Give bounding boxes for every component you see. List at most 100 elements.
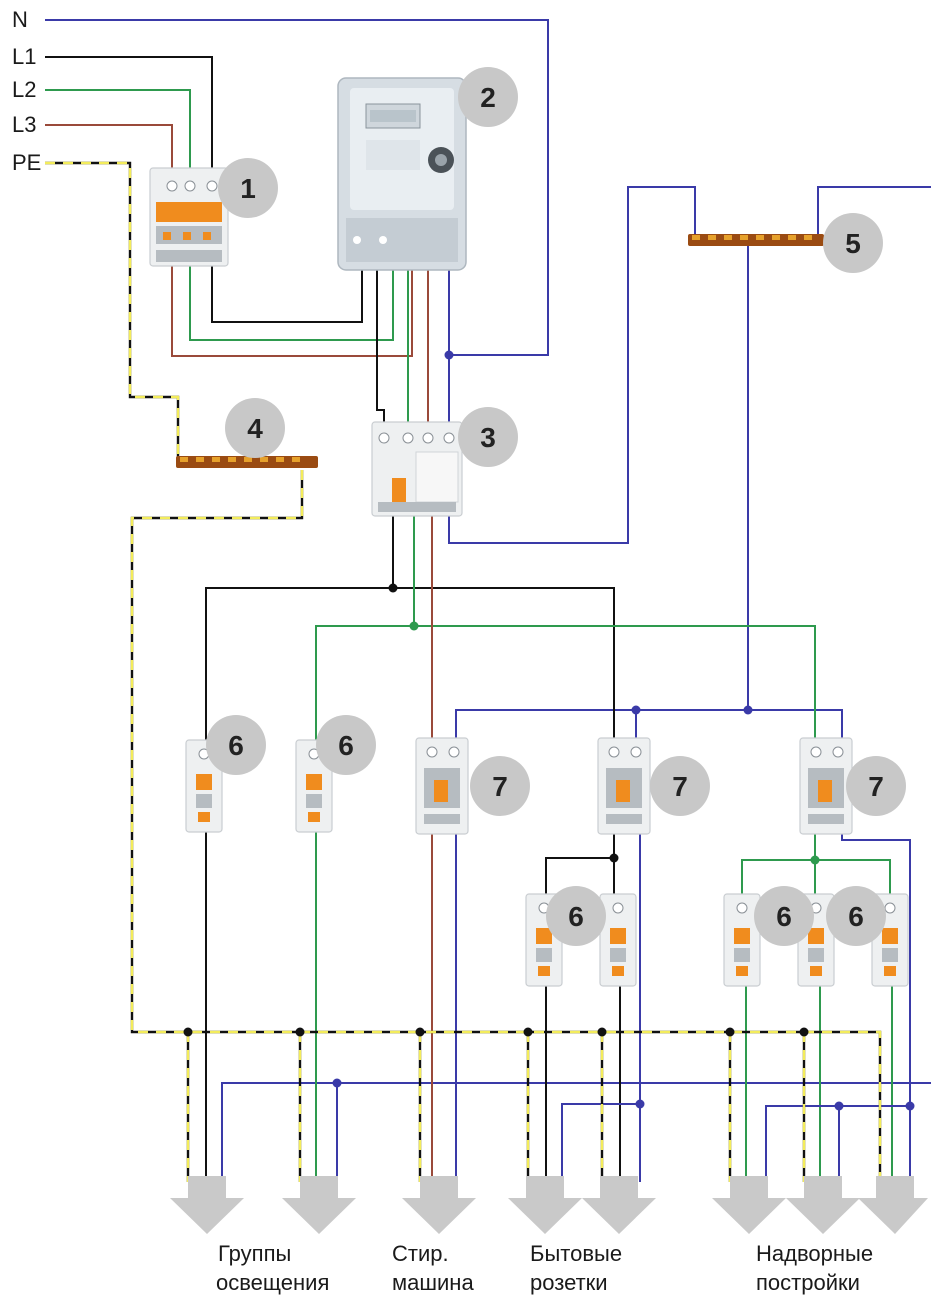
group-label-lighting: Группы освещения bbox=[216, 1241, 329, 1295]
group-label-line2: машина bbox=[392, 1270, 474, 1295]
badge-3: 3 bbox=[458, 407, 518, 467]
wire-l3-incoming bbox=[45, 124, 173, 175]
junction-dot bbox=[415, 1027, 425, 1037]
wire-l1-to-rcbo2 bbox=[393, 587, 615, 742]
wire-l2-distribution bbox=[315, 512, 415, 742]
badge-number: 2 bbox=[480, 82, 496, 113]
junction-dot bbox=[444, 350, 454, 360]
down-arrow-icon bbox=[858, 1176, 928, 1234]
group-label-line2: розетки bbox=[530, 1270, 608, 1295]
group-label-line1: Группы bbox=[218, 1241, 291, 1266]
badge-1: 1 bbox=[218, 158, 278, 218]
rcbo bbox=[415, 737, 469, 835]
wire-n-light1 bbox=[221, 1082, 931, 1182]
badge-number: 4 bbox=[247, 413, 263, 444]
badge-number: 6 bbox=[776, 901, 792, 932]
group-label-line1: Бытовые bbox=[530, 1241, 622, 1266]
badge-7: 7 bbox=[650, 756, 710, 816]
wire-l2-rcbo3-out bbox=[741, 832, 816, 900]
badge-number: 6 bbox=[848, 901, 864, 932]
junctions bbox=[183, 350, 915, 1111]
line-label-pe: PE bbox=[12, 150, 41, 175]
badge-2: 2 bbox=[458, 67, 518, 127]
badge-number: 7 bbox=[492, 771, 508, 802]
n-busbar bbox=[688, 234, 824, 246]
wires bbox=[45, 19, 931, 1182]
pe-drops bbox=[186, 1032, 806, 1182]
electricity-meter bbox=[337, 77, 467, 271]
group-label-sockets: Бытовые розетки bbox=[530, 1241, 622, 1295]
badge-number: 7 bbox=[672, 771, 688, 802]
wire-n-incoming bbox=[45, 19, 549, 356]
wire-n-busbar-exit bbox=[817, 186, 931, 238]
down-arrow-icon bbox=[712, 1176, 786, 1234]
junction-dot bbox=[810, 855, 820, 865]
badge-number: 7 bbox=[868, 771, 884, 802]
circuit-breaker bbox=[599, 893, 637, 987]
badge-number: 6 bbox=[338, 730, 354, 761]
badge-number: 5 bbox=[845, 228, 861, 259]
down-arrow-icon bbox=[508, 1176, 582, 1234]
group-label-line1: Надворные bbox=[756, 1241, 873, 1266]
line-labels: N L1 L2 L3 PE bbox=[12, 7, 41, 175]
junction-dot bbox=[631, 705, 641, 715]
badge-6: 6 bbox=[546, 886, 606, 946]
badge-number: 3 bbox=[480, 422, 496, 453]
circuit-breaker bbox=[871, 893, 909, 987]
badge-6: 6 bbox=[316, 715, 376, 775]
line-label-l2: L2 bbox=[12, 77, 36, 102]
junction-dot bbox=[183, 1027, 193, 1037]
junction-dot bbox=[609, 853, 619, 863]
wire-l1-meter-to-rcd bbox=[376, 268, 385, 430]
wire-n-socket1 bbox=[561, 1103, 640, 1182]
group-label-line1: Стир. bbox=[392, 1241, 449, 1266]
down-arrow-icon bbox=[402, 1176, 476, 1234]
pe-wires bbox=[45, 161, 882, 1182]
pe-busbar bbox=[176, 456, 318, 468]
group-label-line2: освещения bbox=[216, 1270, 329, 1295]
wire-n-rcd-to-busbar bbox=[448, 186, 696, 544]
junction-dot bbox=[409, 621, 419, 631]
wire-l1-incoming bbox=[45, 56, 213, 175]
junction-dot bbox=[743, 705, 753, 715]
rcbo bbox=[597, 737, 651, 835]
wire-l2-breaker-to-meter bbox=[189, 262, 394, 341]
badge-number: 1 bbox=[240, 173, 256, 204]
wire-l3-breaker-to-meter bbox=[171, 262, 413, 357]
wire-l2-incoming bbox=[45, 89, 191, 175]
down-arrow-icon bbox=[582, 1176, 656, 1234]
pe-busbar-down bbox=[130, 470, 882, 1182]
down-arrow-icon bbox=[170, 1176, 244, 1234]
badge-number: 6 bbox=[568, 901, 584, 932]
wire-l1-breaker-to-meter bbox=[211, 262, 363, 323]
rcbo bbox=[799, 737, 853, 835]
breaker-3pole bbox=[149, 167, 229, 267]
badge-7: 7 bbox=[846, 756, 906, 816]
down-arrow-icon bbox=[786, 1176, 860, 1234]
wire-l2-to-rcbo3 bbox=[414, 625, 816, 742]
badge-7: 7 bbox=[470, 756, 530, 816]
junction-dot bbox=[834, 1101, 844, 1111]
badge-4: 4 bbox=[225, 398, 285, 458]
badge-5: 5 bbox=[823, 213, 883, 273]
junction-dot bbox=[725, 1027, 735, 1037]
line-label-n: N bbox=[12, 7, 28, 32]
rcd-4pole bbox=[371, 421, 463, 517]
junction-dot bbox=[295, 1027, 305, 1037]
wire-l1-rcbo2-out bbox=[545, 832, 615, 900]
group-labels: Группы освещения Стир. машина Бытовые ро… bbox=[216, 1241, 873, 1295]
wire-n-outbuildings-branch bbox=[765, 1105, 910, 1182]
junction-dot bbox=[635, 1099, 645, 1109]
junction-dot bbox=[597, 1027, 607, 1037]
wire-n-distribution bbox=[455, 709, 843, 742]
output-arrows bbox=[170, 1176, 928, 1234]
junction-dot bbox=[905, 1101, 915, 1111]
line-label-l3: L3 bbox=[12, 112, 36, 137]
junction-dot bbox=[799, 1027, 809, 1037]
group-label-washer: Стир. машина bbox=[392, 1241, 474, 1295]
line-label-l1: L1 bbox=[12, 44, 36, 69]
wire-n-outbuildings bbox=[841, 832, 911, 1182]
badge-6: 6 bbox=[826, 886, 886, 946]
badge-number: 6 bbox=[228, 730, 244, 761]
